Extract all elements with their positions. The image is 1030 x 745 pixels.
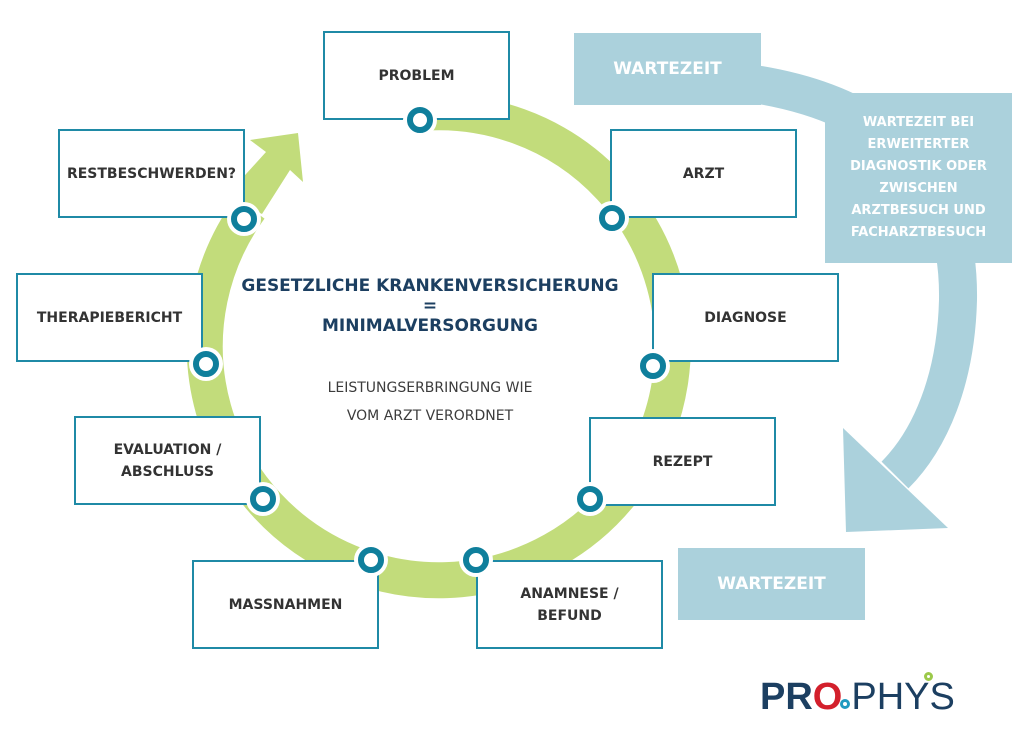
step-label-2: ABSCHLUSS (121, 463, 214, 480)
cycle-ring (186, 94, 691, 599)
waiting-detail-line: ZWISCHEN (879, 181, 958, 196)
waiting-bottom-label: WARTEZEIT (717, 574, 826, 594)
step-restbeschwerden: RESTBESCHWERDEN? (58, 129, 245, 218)
logo-green-dot-icon (923, 672, 933, 681)
step-anamnese-befund: ANAMNESE / BEFUND (476, 560, 663, 649)
step-label-2: BEFUND (537, 607, 602, 624)
waiting-detail-line: WARTEZEIT BEI (862, 115, 975, 130)
center-title-line1: GESETZLICHE KRANKENVERSICHERUNG (241, 276, 619, 296)
waiting-detail-line: ARZTBESUCH UND (851, 203, 986, 218)
node-restbeschwerden (231, 206, 257, 232)
step-label: ANAMNESE / (520, 585, 619, 602)
waiting-box-bottom: WARTEZEIT (678, 548, 865, 620)
step-arzt: ARZT (610, 129, 797, 218)
cycle-arrowhead (226, 133, 303, 214)
waiting-top-label: WARTEZEIT (613, 59, 722, 79)
center-sub-line1: LEISTUNGSERBRINGUNG WIE (327, 380, 533, 396)
step-label: THERAPIEBERICHT (36, 309, 183, 326)
step-evaluation-abschluss: EVALUATION / ABSCHLUSS (74, 416, 261, 505)
node-evaluation (250, 486, 276, 512)
node-rezept (577, 486, 603, 512)
step-label: PROBLEM (378, 67, 455, 84)
center-title-line2: = (422, 296, 438, 316)
logo-s: S (929, 676, 955, 718)
node-anamnese (463, 547, 489, 573)
center-subtitle: LEISTUNGSERBRINGUNG WIE VOM ARZT VERORDN… (260, 374, 600, 430)
step-label: DIAGNOSE (704, 309, 787, 326)
node-therapiebericht (193, 351, 219, 377)
node-arzt (599, 205, 625, 231)
logo-o: O (812, 676, 843, 718)
logo-pr: PR (760, 676, 813, 718)
step-diagnose: DIAGNOSE (652, 273, 839, 362)
step-problem: PROBLEM (323, 31, 510, 120)
logo-phy: PHY (851, 676, 930, 718)
waiting-detail-line: ERWEITERTER (867, 137, 970, 152)
waiting-box-top: WARTEZEIT (574, 33, 761, 105)
step-rezept: REZEPT (589, 417, 776, 506)
step-label: EVALUATION / (113, 441, 222, 458)
center-sub-line2: VOM ARZT VERORDNET (346, 408, 514, 424)
node-massnahmen (358, 547, 384, 573)
step-label: MASSNAHMEN (228, 596, 343, 613)
center-title-line3: MINIMALVERSORGUNG (322, 316, 538, 336)
center-title: GESETZLICHE KRANKENVERSICHERUNG = MINIMA… (225, 276, 635, 336)
waiting-detail-line: DIAGNOSTIK ODER (850, 159, 987, 174)
step-label: REZEPT (652, 453, 713, 470)
step-massnahmen: MASSNAHMEN (192, 560, 379, 649)
logo-s-wrap: S (923, 672, 955, 718)
step-label: ARZT (682, 165, 725, 182)
node-problem (407, 107, 433, 133)
step-therapiebericht: THERAPIEBERICHT (16, 273, 203, 362)
waiting-detail-line: FACHARZTBESUCH (850, 225, 987, 240)
step-label: RESTBESCHWERDEN? (66, 165, 237, 182)
node-diagnose (640, 353, 666, 379)
waiting-detail-box: WARTEZEIT BEI ERWEITERTER DIAGNOSTIK ODE… (825, 93, 1012, 263)
waiting-arrowhead (843, 428, 948, 532)
logo-blue-dot-icon (840, 699, 851, 709)
